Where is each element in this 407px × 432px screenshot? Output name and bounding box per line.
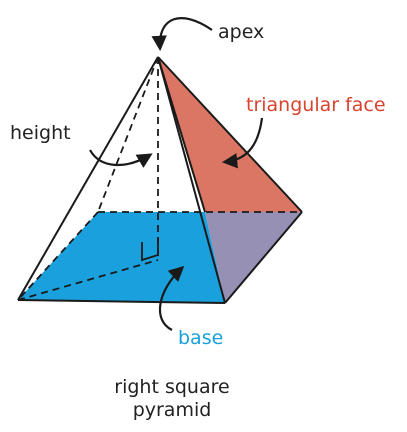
triangular-face-arrow: [221, 117, 264, 169]
caption-line-1: right square: [114, 376, 229, 398]
height-arrow: [89, 149, 153, 168]
height-label: height: [10, 122, 71, 144]
hidden-edges: [17, 56, 302, 301]
apex-arrow: [151, 17, 213, 52]
base-face: [18, 212, 225, 303]
base-diagonal: [17, 259, 159, 301]
triangular-face-label: triangular face: [246, 94, 386, 116]
caption-line-2: pyramid: [133, 399, 212, 421]
base-label: base: [178, 327, 223, 349]
callout-arrows: [89, 17, 264, 331]
pyramid-edges: [17, 56, 303, 304]
right-angle-marker: [141, 237, 159, 262]
side-face: [205, 212, 302, 303]
apex-label: apex: [218, 21, 264, 43]
base-arrow: [158, 265, 185, 331]
